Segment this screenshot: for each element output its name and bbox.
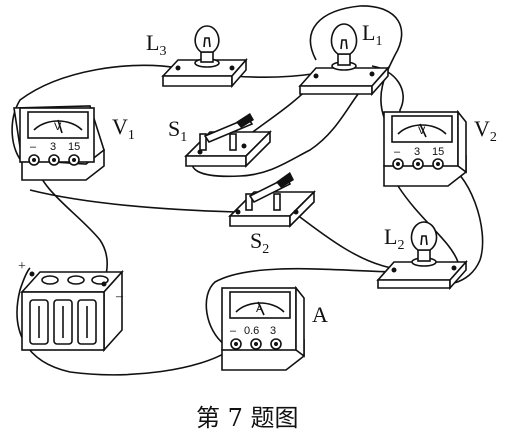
voltmeter-v2: V – 3 15 [383, 109, 467, 187]
voltmeter-v1: V – 3 15 [13, 105, 105, 181]
label-l3: L3 [146, 30, 166, 59]
ammeter-a: A – 0.6 3 [221, 285, 305, 371]
bulb-l1 [298, 23, 390, 97]
wire-s2-l2 [295, 213, 393, 269]
label-v1: V1 [112, 114, 135, 143]
v1-terminal-3: 3 [50, 141, 56, 153]
bulb-l3 [161, 25, 248, 89]
switch-s2 [228, 172, 316, 228]
v2-terminal-minus: – [394, 146, 401, 158]
wire-l3-v1 [11, 64, 179, 165]
wire-ammeter-battery [16, 267, 231, 376]
bulb-l2 [376, 221, 468, 291]
wire-v1-battery [35, 163, 109, 283]
v2-face-label: V [418, 125, 426, 137]
switch-s1 [184, 113, 272, 168]
label-s2: S2 [250, 228, 269, 257]
figure-caption: 第 7 题图 [196, 404, 299, 432]
label-l1: L1 [362, 20, 382, 49]
a-terminal-minus: – [230, 325, 237, 337]
label-l2: L2 [384, 224, 404, 253]
v1-face-label: V [54, 121, 62, 133]
battery-pack: + – [18, 259, 124, 353]
label-a: A [312, 302, 328, 327]
wire-l3-l1 [232, 73, 313, 79]
label-v2: V2 [474, 116, 497, 145]
v2-terminal-3: 3 [414, 146, 420, 158]
v1-terminal-15: 15 [68, 141, 80, 153]
v1-terminal-minus: – [30, 141, 37, 153]
wire-v1-s2 [29, 189, 237, 213]
battery-plus-label: + [18, 259, 26, 274]
v2-terminal-15: 15 [432, 146, 444, 158]
a-terminal-3: 3 [270, 325, 276, 337]
a-face-label: A [256, 303, 264, 315]
battery-minus-label: – [115, 289, 124, 304]
label-s1: S1 [168, 116, 187, 145]
wire-l2-ammeter [205, 267, 393, 346]
component-labels: L3 L1 L2 S1 S2 V1 V2 A [112, 20, 497, 327]
a-terminal-06: 0.6 [244, 325, 259, 337]
wire-s1-l1b [191, 81, 369, 178]
